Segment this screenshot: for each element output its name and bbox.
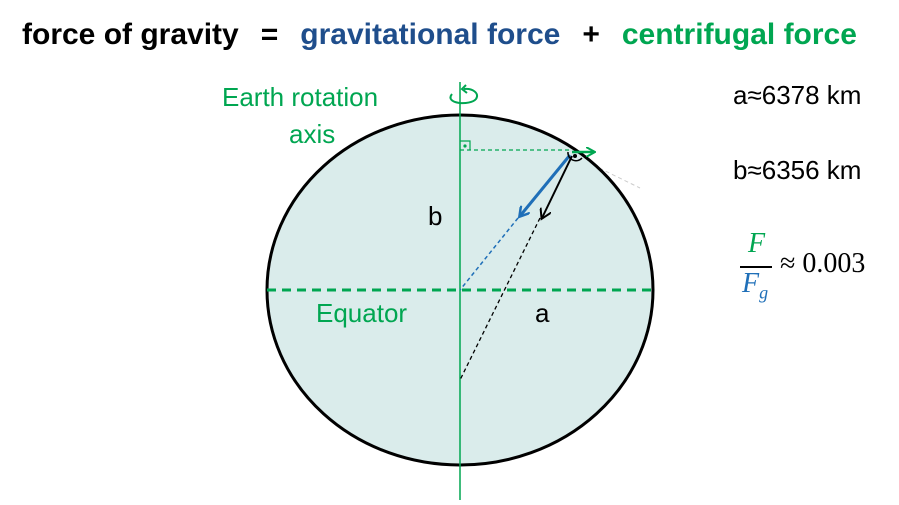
force-of-gravity-text: force of gravity [22,18,239,51]
fraction-bar [740,266,772,268]
right-angle-dot [463,144,467,148]
equation-title: force of gravity = gravitational force + cen… [22,18,857,52]
formula-denominator: Fg [742,268,768,304]
surface-point [573,154,577,158]
gravitational-direction-dashed [459,217,519,291]
rotation-axis-label-line1: Earth rotation [222,82,379,112]
semi-major-axis-label: a [535,298,550,328]
equals-sign: = [260,18,279,51]
formula-denominator-subscript: g [759,282,769,303]
surface-angle-marker [567,151,583,162]
plus-sign: + [582,18,600,51]
formula-denominator-letter: F [742,268,760,299]
gravitational-force-arrow [520,154,572,216]
equator-label: Equator [316,298,408,328]
rotation-axis-label-line2: axis [289,119,336,149]
a-value-text: a≈6378 km [733,80,862,110]
force-ratio-formula: F Fg ≈ 0.003 [738,228,888,318]
centrifugal-force-text: centrifugal force [621,18,857,51]
formula-numerator: F [748,228,766,259]
rotation-arrow-icon [449,84,478,105]
semi-minor-axis-label: b [428,201,443,231]
formula-approx-value: ≈ 0.003 [780,248,866,279]
right-angle-marker [460,140,471,150]
b-value-text: b≈6356 km [733,155,862,185]
gravity-direction-dashed [459,217,541,381]
gravitational-force-text: gravitational force [300,18,561,51]
force-of-gravity-arrow [542,155,573,218]
